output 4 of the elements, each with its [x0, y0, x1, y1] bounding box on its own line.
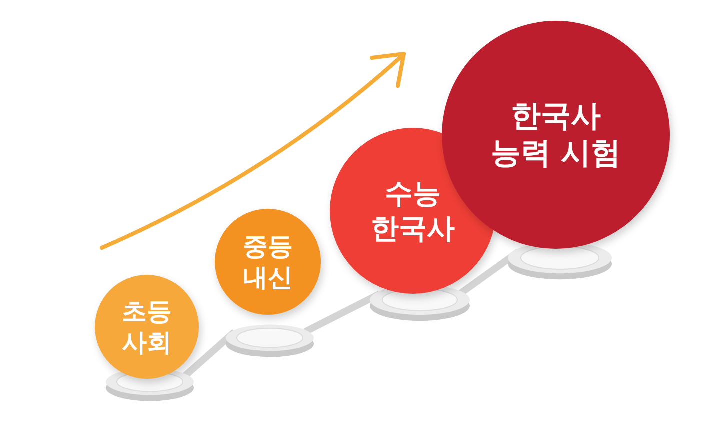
step-label: 중등 내신 [242, 230, 294, 294]
step-label: 한국사 능력 시험 [490, 98, 622, 172]
step-label: 초등 사회 [121, 296, 173, 358]
step-label: 수능 한국사 [370, 176, 456, 246]
